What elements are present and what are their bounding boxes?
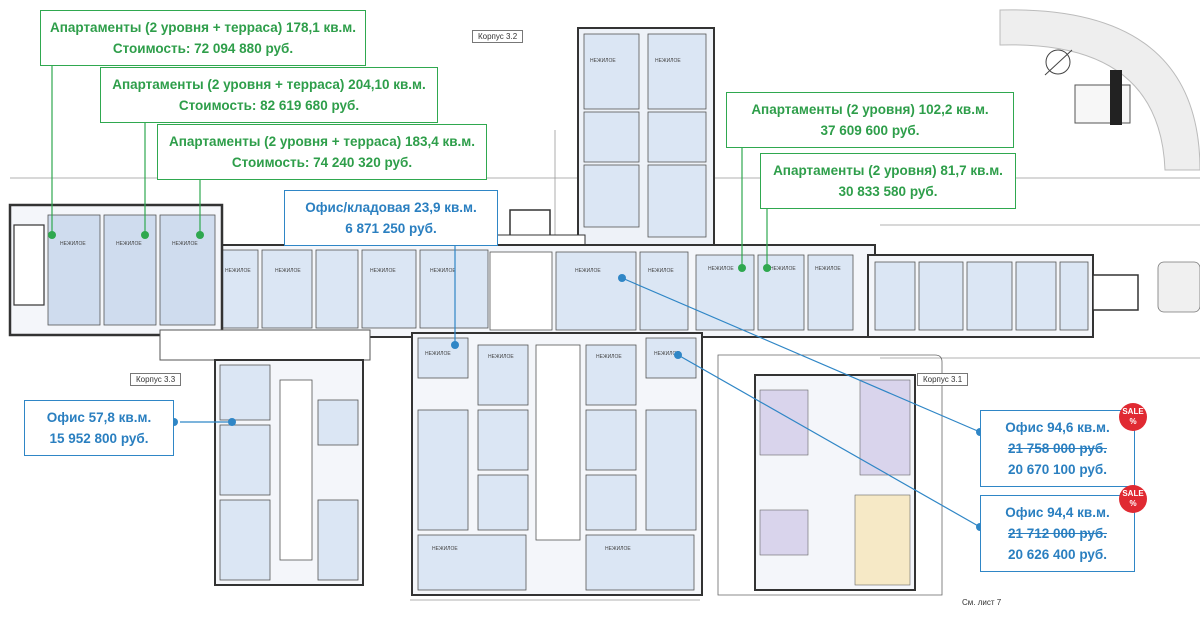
callout-price: 6 871 250 руб.	[345, 221, 437, 236]
callout-title: Апартаменты (2 уровня + терраса) 178,1 к…	[49, 20, 357, 35]
callout-title: Апартаменты (2 уровня + терраса) 183,4 к…	[168, 134, 476, 149]
building-label-3-3: Корпус 3.3	[130, 373, 182, 386]
callout-office-94-6[interactable]: Офис 94,6 кв.м. 21 758 000 руб. 20 670 1…	[980, 410, 1135, 487]
callout-apartment-204[interactable]: Апартаменты (2 уровня + терраса) 204,10 …	[100, 67, 438, 123]
callout-title: Апартаменты (2 уровня) 81,7 кв.м.	[773, 163, 1003, 178]
callout-title: Офис 94,4 кв.м.	[1005, 505, 1110, 520]
callout-old-price: 21 758 000 руб.	[1008, 441, 1107, 456]
svg-text:НЕЖИЛОЕ: НЕЖИЛОЕ	[60, 241, 86, 247]
building-3-2	[489, 27, 715, 254]
svg-text:НЕЖИЛОЕ: НЕЖИЛОЕ	[590, 58, 616, 64]
callout-old-price: 21 712 000 руб.	[1008, 526, 1107, 541]
callout-office-storage-23[interactable]: Офис/кладовая 23,9 кв.м. 6 871 250 руб.	[284, 190, 498, 246]
sale-badge: SALE %	[1119, 485, 1147, 513]
callout-title: Офис/кладовая 23,9 кв.м.	[305, 200, 477, 215]
callout-price: 20 670 100 руб.	[1008, 462, 1107, 477]
building-3-3	[214, 359, 364, 586]
building-label-3-1: Корпус 3.1	[917, 373, 969, 386]
svg-text:НЕЖИЛОЕ: НЕЖИЛОЕ	[225, 268, 251, 274]
svg-text:НЕЖИЛОЕ: НЕЖИЛОЕ	[605, 546, 631, 552]
svg-text:НЕЖИЛОЕ: НЕЖИЛОЕ	[655, 58, 681, 64]
svg-text:НЕЖИЛОЕ: НЕЖИЛОЕ	[425, 351, 451, 357]
svg-text:НЕЖИЛОЕ: НЕЖИЛОЕ	[370, 268, 396, 274]
callout-apartment-178[interactable]: Апартаменты (2 уровня + терраса) 178,1 к…	[40, 10, 366, 66]
svg-text:НЕЖИЛОЕ: НЕЖИЛОЕ	[654, 351, 680, 357]
callout-office-94-4[interactable]: Офис 94,4 кв.м. 21 712 000 руб. 20 626 4…	[980, 495, 1135, 572]
callout-title: Апартаменты (2 уровня + терраса) 204,10 …	[112, 77, 426, 92]
callout-price: Стоимость: 82 619 680 руб.	[178, 98, 360, 113]
site-minimap	[999, 9, 1200, 171]
callout-price: Стоимость: 72 094 880 руб.	[112, 41, 294, 56]
callout-apartment-81[interactable]: Апартаменты (2 уровня) 81,7 кв.м. 30 833…	[760, 153, 1016, 209]
building-3-1	[717, 354, 943, 596]
callout-title: Апартаменты (2 уровня) 102,2 кв.м.	[751, 102, 989, 117]
svg-text:НЕЖИЛОЕ: НЕЖИЛОЕ	[488, 354, 514, 360]
callout-title: Офис 57,8 кв.м.	[46, 410, 152, 425]
svg-text:НЕЖИЛОЕ: НЕЖИЛОЕ	[172, 241, 198, 247]
callout-apartment-183[interactable]: Апартаменты (2 уровня + терраса) 183,4 к…	[157, 124, 487, 180]
svg-text:НЕЖИЛОЕ: НЕЖИЛОЕ	[432, 546, 458, 552]
svg-text:НЕЖИЛОЕ: НЕЖИЛОЕ	[770, 266, 796, 272]
svg-text:НЕЖИЛОЕ: НЕЖИЛОЕ	[648, 268, 674, 274]
sale-badge: SALE %	[1119, 403, 1147, 431]
callout-price: Стоимость: 74 240 320 руб.	[231, 155, 413, 170]
callout-office-57[interactable]: Офис 57,8 кв.м. 15 952 800 руб.	[24, 400, 174, 456]
svg-text:НЕЖИЛОЕ: НЕЖИЛОЕ	[815, 266, 841, 272]
callout-title: Офис 94,6 кв.м.	[1005, 420, 1110, 435]
sheet-reference: См. лист 7	[962, 598, 1002, 607]
svg-text:НЕЖИЛОЕ: НЕЖИЛОЕ	[708, 266, 734, 272]
svg-text:НЕЖИЛОЕ: НЕЖИЛОЕ	[430, 268, 456, 274]
callout-apartment-102[interactable]: Апартаменты (2 уровня) 102,2 кв.м. 37 60…	[726, 92, 1014, 148]
callout-price: 15 952 800 руб.	[49, 431, 149, 446]
svg-text:НЕЖИЛОЕ: НЕЖИЛОЕ	[596, 354, 622, 360]
svg-text:НЕЖИЛОЕ: НЕЖИЛОЕ	[575, 268, 601, 274]
svg-text:НЕЖИЛОЕ: НЕЖИЛОЕ	[275, 268, 301, 274]
callout-price: 30 833 580 руб.	[838, 184, 938, 199]
building-label-3-2: Корпус 3.2	[472, 30, 524, 43]
callout-price: 20 626 400 руб.	[1008, 547, 1107, 562]
callout-price: 37 609 600 руб.	[820, 123, 920, 138]
main-corridor-wing	[204, 244, 1200, 338]
central-south-block	[411, 332, 703, 596]
svg-text:НЕЖИЛОЕ: НЕЖИЛОЕ	[116, 241, 142, 247]
